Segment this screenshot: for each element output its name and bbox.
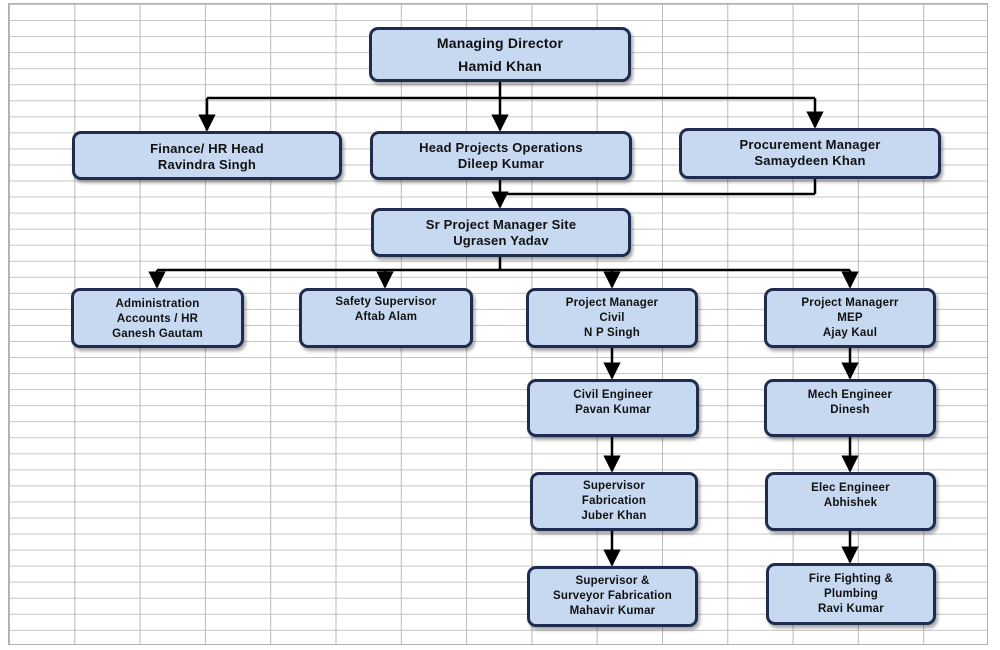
box-name: Mahavir Kumar	[569, 605, 656, 617]
fire-fighting-plumbing-box: Fire Fighting & Plumbing Ravi Kumar	[766, 563, 936, 625]
sr-project-manager-site-box: Sr Project Manager Site Ugrasen Yadav	[371, 208, 631, 257]
box-role: Managing Director	[436, 35, 564, 51]
head-projects-operations-box: Head Projects Operations Dileep Kumar	[370, 131, 632, 180]
box-line1: Fire Fighting &	[808, 573, 894, 585]
box-role: Finance/ HR Head	[150, 141, 264, 156]
elec-engineer-box: Elec Engineer Abhishek	[765, 472, 936, 531]
finance-hr-head-box: Finance/ HR Head Ravindra Singh	[72, 131, 342, 180]
procurement-manager-box: Procurement Manager Samaydeen Khan	[679, 128, 941, 179]
box-line2: Fabrication	[581, 495, 647, 507]
box-name: Ajay Kaul	[822, 327, 878, 339]
supervisor-surveyor-fabrication-box: Supervisor & Surveyor Fabrication Mahavi…	[527, 566, 698, 627]
box-name: Pavan Kumar	[575, 404, 651, 416]
box-role: Mech Engineer	[807, 389, 893, 401]
box-name: Dinesh	[830, 404, 870, 416]
supervisor-fabrication-box: Supervisor Fabrication Juber Khan	[530, 472, 698, 531]
box-line1: Supervisor &	[575, 575, 650, 587]
box-name: Hamid Khan	[458, 58, 542, 74]
project-manager-civil-box: Project Manager Civil N P Singh	[526, 288, 698, 348]
box-line1: Project Managerr	[801, 297, 899, 309]
box-role: Head Projects Operations	[419, 140, 583, 155]
mech-engineer-box: Mech Engineer Dinesh	[764, 379, 936, 437]
box-line2: Surveyor Fabrication	[552, 590, 673, 602]
project-manager-mep-box: Project Managerr MEP Ajay Kaul	[764, 288, 936, 348]
administration-box: Administration Accounts / HR Ganesh Gaut…	[71, 288, 244, 348]
box-line2: Accounts / HR	[116, 313, 199, 325]
box-line1: Administration	[115, 298, 200, 310]
box-role: Procurement Manager	[739, 137, 881, 152]
box-line1: Project Manager	[565, 297, 659, 309]
box-name: Ravindra Singh	[157, 157, 257, 172]
box-name: Ravi Kumar	[818, 603, 884, 615]
civil-engineer-box: Civil Engineer Pavan Kumar	[527, 379, 699, 437]
box-role: Sr Project Manager Site	[425, 217, 577, 232]
box-name: Ganesh Gautam	[112, 328, 203, 340]
box-line2: Plumbing	[824, 588, 878, 600]
box-name: Ugrasen Yadav	[453, 233, 549, 248]
box-name: Abhishek	[823, 497, 878, 509]
box-line2: MEP	[837, 312, 863, 324]
managing-director-box: Managing Director Hamid Khan	[369, 27, 631, 82]
box-line2: Civil	[599, 312, 625, 324]
box-role: Civil Engineer	[573, 389, 653, 401]
box-name: N P Singh	[584, 327, 640, 339]
box-role: Safety Supervisor	[335, 296, 437, 308]
box-role: Elec Engineer	[811, 482, 890, 494]
box-name: Aftab Alam	[354, 311, 418, 323]
box-name: Samaydeen Khan	[754, 153, 866, 168]
safety-supervisor-box: Safety Supervisor Aftab Alam	[299, 288, 473, 348]
box-name: Dileep Kumar	[457, 156, 545, 171]
box-name: Juber Khan	[581, 510, 647, 522]
box-line1: Supervisor	[582, 480, 646, 492]
